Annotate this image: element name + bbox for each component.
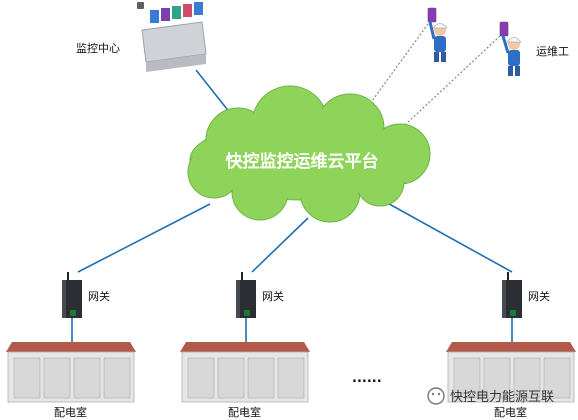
phone-icon <box>499 21 509 37</box>
power-room-1: 配电室 <box>6 342 136 419</box>
power-room-label: 配电室 <box>494 405 527 419</box>
gateway-label: 网关 <box>528 289 550 303</box>
wireless-lines <box>363 23 501 125</box>
monitor-center-label: 监控中心 <box>76 41 120 55</box>
power-room-3: 配电室 <box>446 342 576 419</box>
gateway-label: 网关 <box>88 289 110 303</box>
gateway-3: 网关 <box>502 272 550 318</box>
substation-icon <box>446 342 576 403</box>
gateway-icon <box>62 272 82 318</box>
link-cloud-gateway-2 <box>251 217 309 273</box>
power-room-label: 配电室 <box>54 405 87 419</box>
watermark: 快控电力能源互联 <box>427 387 554 405</box>
maintenance-label: 运维工 <box>536 45 569 58</box>
wireless-link-1 <box>363 23 429 113</box>
power-room-label: 配电室 <box>228 405 261 419</box>
wechat-icon <box>427 387 445 405</box>
gateway-icon <box>236 272 256 318</box>
link-cloud-gateway-1 <box>77 203 211 273</box>
gateway-icon <box>502 272 522 318</box>
wireless-link-2 <box>405 35 501 125</box>
cloud-platform: 快控监控运维云平台 <box>187 85 431 223</box>
watermark-text: 快控电力能源互联 <box>450 390 554 405</box>
power-room-2: 配电室 <box>180 342 310 419</box>
gateway-label: 网关 <box>262 289 284 303</box>
monitor-center: 监控中心 <box>76 2 207 72</box>
link-cloud-gateway-3 <box>381 199 513 273</box>
cloud-title: 快控监控运维云平台 <box>226 151 379 172</box>
workstation-icon <box>137 2 207 72</box>
gateway-2: 网关 <box>236 272 284 318</box>
substation-icon <box>6 342 136 403</box>
worker-icon <box>501 35 522 76</box>
maintenance-worker-1 <box>427 7 448 62</box>
ellipsis: ...... <box>352 371 382 386</box>
phone-icon <box>427 7 437 23</box>
maintenance-worker-2 <box>499 21 522 76</box>
worker-icon <box>428 21 448 62</box>
substation-icon <box>180 342 310 403</box>
gateway-1: 网关 <box>62 272 110 318</box>
